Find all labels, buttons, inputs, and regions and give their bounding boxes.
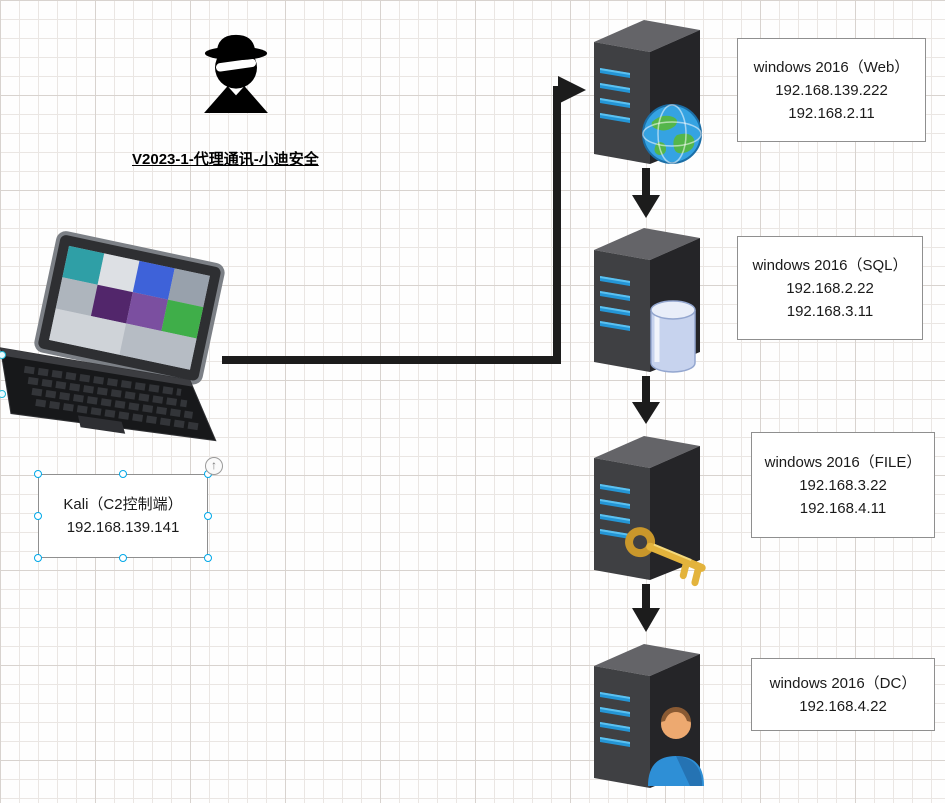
label-sql-server[interactable]: windows 2016（SQL） 192.168.2.22 192.168.3… — [737, 236, 923, 340]
globe-icon — [642, 104, 702, 164]
arrow-web-to-sql[interactable] — [632, 168, 660, 218]
server-ip: 192.168.4.22 — [799, 697, 887, 715]
arrow-kali-to-web[interactable] — [222, 76, 586, 364]
key-icon — [625, 527, 706, 587]
selection-handle[interactable] — [204, 554, 212, 562]
arrow-file-to-dc[interactable] — [632, 584, 660, 632]
server-name: windows 2016（SQL） — [752, 256, 908, 274]
selection-handle[interactable] — [34, 512, 42, 520]
server-ip: 192.168.2.22 — [786, 279, 874, 297]
server-ip: 192.168.3.22 — [799, 476, 887, 494]
label-dc-server[interactable]: windows 2016（DC） 192.168.4.22 — [751, 658, 935, 731]
selection-handle[interactable] — [34, 554, 42, 562]
kali-ip: 192.168.139.141 — [66, 519, 180, 536]
selection-handle[interactable] — [34, 470, 42, 478]
server-name: windows 2016（Web） — [753, 58, 910, 76]
server-ip: 192.168.4.11 — [799, 499, 887, 517]
selection-handle[interactable] — [204, 512, 212, 520]
selection-handle[interactable] — [119, 470, 127, 478]
label-web-server[interactable]: windows 2016（Web） 192.168.139.222 192.16… — [737, 38, 926, 142]
label-kali-c2[interactable]: Kali（C2控制端） 192.168.139.141 — [34, 470, 212, 562]
selection-handle[interactable] — [119, 554, 127, 562]
hacker-icon[interactable] — [194, 26, 278, 116]
server-ip: 192.168.2.11 — [788, 104, 875, 122]
server-ip: 192.168.3.11 — [786, 302, 874, 320]
database-icon — [650, 300, 696, 373]
expand-arrow-icon[interactable]: ↑ — [205, 457, 223, 475]
arrow-sql-to-file[interactable] — [632, 376, 660, 424]
server-name: windows 2016（FILE） — [764, 453, 922, 471]
connection-point-icon[interactable] — [0, 351, 6, 359]
server-name: windows 2016（DC） — [769, 674, 917, 692]
user-icon — [648, 707, 704, 786]
diagram-title[interactable]: V2023-1-代理通讯-小迪安全 — [132, 151, 319, 168]
kali-laptop-icon[interactable] — [0, 231, 236, 462]
label-file-server[interactable]: windows 2016（FILE） 192.168.3.22 192.168.… — [751, 432, 935, 538]
server-ip: 192.168.139.222 — [775, 81, 888, 99]
kali-name: Kali（C2控制端） — [63, 496, 183, 513]
connection-point-icon[interactable] — [0, 390, 6, 398]
